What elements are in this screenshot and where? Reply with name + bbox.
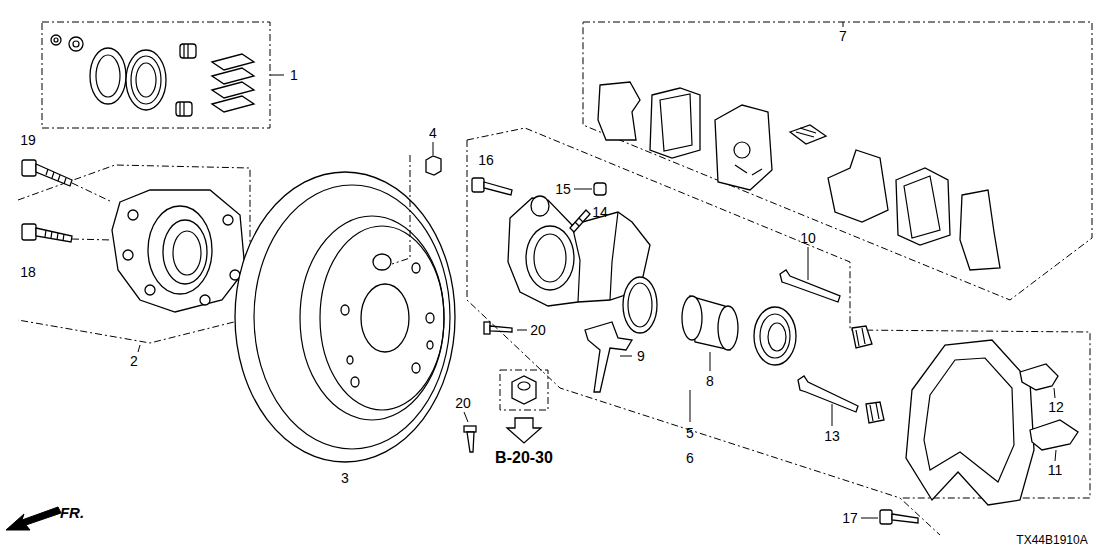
callout-number: 19 bbox=[20, 133, 36, 147]
direction-label: FR. bbox=[60, 505, 84, 520]
callout-number: 9 bbox=[637, 349, 645, 363]
callout-number: 5 bbox=[686, 426, 694, 440]
callout-number: 4 bbox=[429, 126, 437, 140]
callout-number: 1 bbox=[290, 68, 298, 82]
callout-number: 17 bbox=[842, 511, 858, 525]
callout-number: 12 bbox=[1048, 400, 1064, 414]
callout-number: 7 bbox=[839, 29, 847, 43]
callout-number: 3 bbox=[341, 471, 349, 485]
drawing-number: TX44B1910A bbox=[1016, 534, 1087, 546]
callout-number: 18 bbox=[20, 265, 36, 279]
callout-number: 13 bbox=[824, 429, 840, 443]
callout-number: 10 bbox=[800, 231, 816, 245]
callout-number: 6 bbox=[686, 451, 694, 465]
callout-number: 14 bbox=[592, 205, 608, 219]
callout-number: 16 bbox=[478, 153, 494, 167]
callout-number: 15 bbox=[555, 182, 571, 196]
callout-number: 20 bbox=[530, 323, 546, 337]
callout-number: 8 bbox=[706, 374, 714, 388]
callout-number: 11 bbox=[1048, 463, 1063, 477]
reference-code: B-20-30 bbox=[495, 450, 553, 466]
callout-number: 20 bbox=[455, 396, 471, 410]
callout-number: 2 bbox=[130, 354, 138, 368]
